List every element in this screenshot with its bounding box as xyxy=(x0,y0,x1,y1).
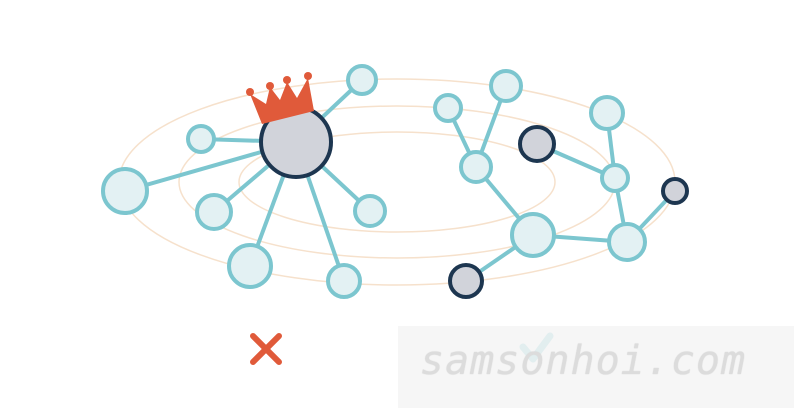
crown-tip xyxy=(246,88,254,96)
network-node xyxy=(195,193,233,231)
watermark: samsonhoi.com xyxy=(420,338,747,384)
crown-tip xyxy=(266,82,274,90)
network-node xyxy=(227,243,273,289)
peer-node-dark xyxy=(661,177,689,205)
peer-node xyxy=(489,69,523,103)
crown-tip xyxy=(304,72,312,80)
network-node xyxy=(326,263,362,299)
cross-stroke xyxy=(250,333,282,365)
peer-node xyxy=(589,95,625,131)
network-node xyxy=(101,167,149,215)
peer-node xyxy=(510,212,556,258)
peer-node xyxy=(433,93,463,123)
watermark-background xyxy=(398,326,794,408)
peer-node-dark xyxy=(448,263,484,299)
network-node xyxy=(186,124,216,154)
peer-node-dark xyxy=(518,125,556,163)
network-node xyxy=(346,64,378,96)
centralized-network xyxy=(101,64,387,299)
decentralized-network xyxy=(433,69,689,299)
network-node xyxy=(353,194,387,228)
peer-node xyxy=(607,222,647,262)
crown-icon xyxy=(246,72,314,124)
cross-icon xyxy=(250,333,282,365)
crown-tip xyxy=(283,76,291,84)
peer-node xyxy=(459,150,493,184)
orbit-ring xyxy=(238,131,556,233)
peer-node xyxy=(600,163,630,193)
crown-shape xyxy=(250,78,314,124)
